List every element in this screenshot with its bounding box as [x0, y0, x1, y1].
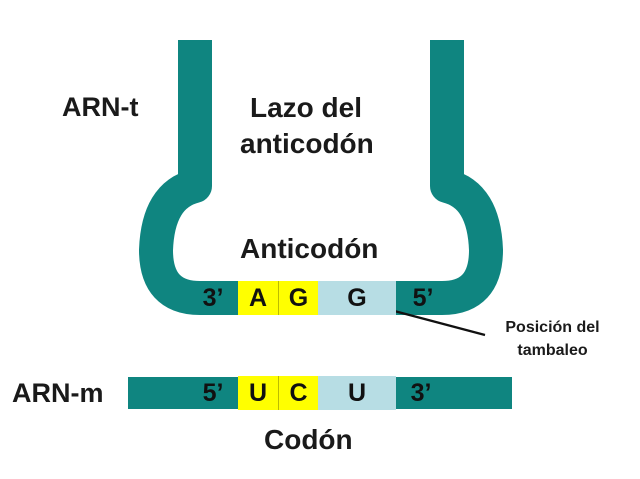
anticodon-label: Anticodón: [240, 233, 379, 264]
trna-base-3-wobble: G: [318, 281, 396, 315]
mrna-end-3prime: 3’: [410, 378, 432, 407]
wobble-arrow: [382, 306, 486, 337]
trna-base-1: A: [238, 281, 278, 315]
loop-label-line1: Lazo del: [250, 92, 363, 123]
codon-label: Codón: [264, 424, 353, 455]
mrna-label: ARN-m: [12, 378, 104, 408]
trna-end-3prime: 3’: [202, 283, 224, 312]
mrna-end-5prime: 5’: [202, 378, 224, 407]
mrna-base-1: U: [238, 376, 278, 410]
wobble-label: Posición del tambaleo: [485, 316, 620, 362]
wobble-label-line1: Posición del: [505, 319, 600, 336]
trna-base-2: G: [278, 281, 318, 315]
trna-label: ARN-t: [62, 92, 139, 122]
mrna-base-2: C: [278, 376, 318, 410]
trna-end-5prime: 5’: [412, 283, 434, 312]
wobble-label-line2: tambaleo: [517, 342, 588, 359]
mrna-base-3: U: [318, 376, 396, 410]
loop-label-line2: anticodón: [240, 128, 374, 159]
